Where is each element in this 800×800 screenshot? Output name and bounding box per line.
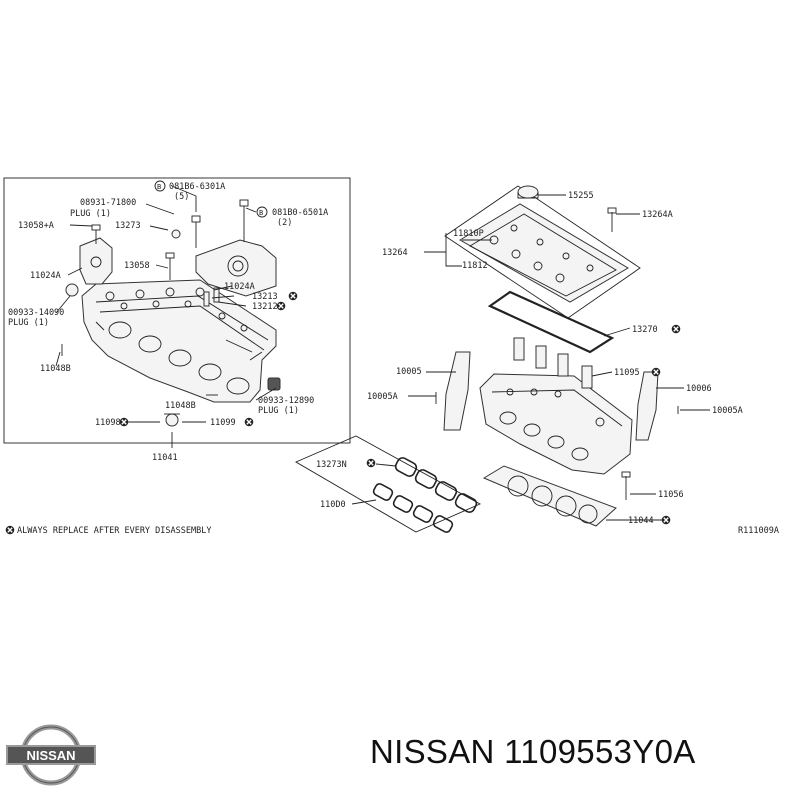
label-13273: 13273 — [115, 221, 141, 231]
label-13058-a: 13058+A — [18, 221, 54, 231]
label-110d0: 110D0 — [320, 500, 346, 510]
label-11056: 11056 — [658, 490, 684, 500]
label-08931-qty: PLUG (1) — [70, 209, 111, 219]
gasket-group-frame — [295, 435, 482, 533]
reference-code: R111009A — [738, 526, 779, 536]
label-00933-12890-qty: PLUG (1) — [258, 406, 299, 416]
label-00933-14090-qty: PLUG (1) — [8, 318, 49, 328]
bolt-marker-2: B — [259, 209, 263, 217]
replace-mark-icon — [288, 291, 298, 301]
label-11099: 11099 — [210, 418, 236, 428]
label-08931-71800: 08931-71800 — [80, 198, 136, 208]
right-leader-lines — [408, 371, 710, 495]
label-15255: 15255 — [568, 191, 594, 201]
nissan-logo: NISSAN — [6, 724, 96, 786]
label-11041: 11041 — [152, 453, 178, 463]
label-13212: 13212 — [252, 302, 278, 312]
gasket-leader-lines — [351, 463, 664, 521]
label-10005a-2: 10005A — [712, 406, 743, 416]
head-gasket-illustration — [482, 465, 617, 527]
rocker-cover-group — [444, 185, 641, 354]
replace-note: ALWAYS REPLACE AFTER EVERY DISASSEMBLY — [17, 526, 211, 536]
label-11098: 11098 — [95, 418, 121, 428]
label-00933-12890: 00933-12890 — [258, 396, 314, 406]
replace-mark-icon — [276, 301, 286, 311]
replace-mark-icon — [651, 367, 661, 377]
bolt-circle-icon — [256, 206, 268, 218]
cylinder-head-right-illustration — [435, 337, 679, 500]
cylinder-head-group-frame — [3, 177, 351, 444]
rocker-leader-lines — [424, 194, 640, 337]
label-081b0-qty: (2) — [277, 218, 292, 228]
replace-mark-icon — [118, 417, 130, 427]
label-13273n: 13273N — [316, 460, 347, 470]
label-11812: 11812 — [462, 261, 488, 271]
bolt-circle-icon — [154, 180, 166, 192]
label-11024a-2: 11024A — [224, 282, 255, 292]
label-10005a-1: 10005A — [367, 392, 398, 402]
label-11810p: 11810P — [453, 229, 484, 239]
logo-wordmark: NISSAN — [26, 748, 75, 763]
label-081b0-6501a: 081B0-6501A — [272, 208, 328, 218]
label-11048b-2: 11048B — [165, 401, 196, 411]
label-11024a-1: 11024A — [30, 271, 61, 281]
label-11044: 11044 — [628, 516, 654, 526]
replace-mark-icon — [243, 417, 255, 427]
part-number-caption: NISSAN 1109553Y0A — [370, 733, 696, 770]
label-081b6-6301a: 081B6-6301A — [169, 182, 225, 192]
label-10005: 10005 — [396, 367, 422, 377]
label-10006: 10006 — [686, 384, 712, 394]
left-leader-lines — [55, 185, 277, 448]
label-13264a: 13264A — [642, 210, 673, 220]
label-13058: 13058 — [124, 261, 150, 271]
intake-gasket-illustration — [372, 457, 478, 533]
label-11048b-1: 11048B — [40, 364, 71, 374]
label-11095: 11095 — [614, 368, 640, 378]
label-13270: 13270 — [632, 325, 658, 335]
label-081b6-qty: (5) — [174, 192, 189, 202]
replace-mark-icon — [4, 525, 16, 535]
replace-mark-icon — [366, 458, 376, 468]
replace-mark-icon — [671, 324, 681, 334]
label-13264: 13264 — [382, 248, 408, 258]
replace-mark-icon — [661, 515, 671, 525]
label-00933-14090: 00933-14090 — [8, 308, 64, 318]
bolt-marker-1: B — [157, 183, 161, 191]
cylinder-head-illustration — [61, 199, 281, 427]
label-13213: 13213 — [252, 292, 278, 302]
